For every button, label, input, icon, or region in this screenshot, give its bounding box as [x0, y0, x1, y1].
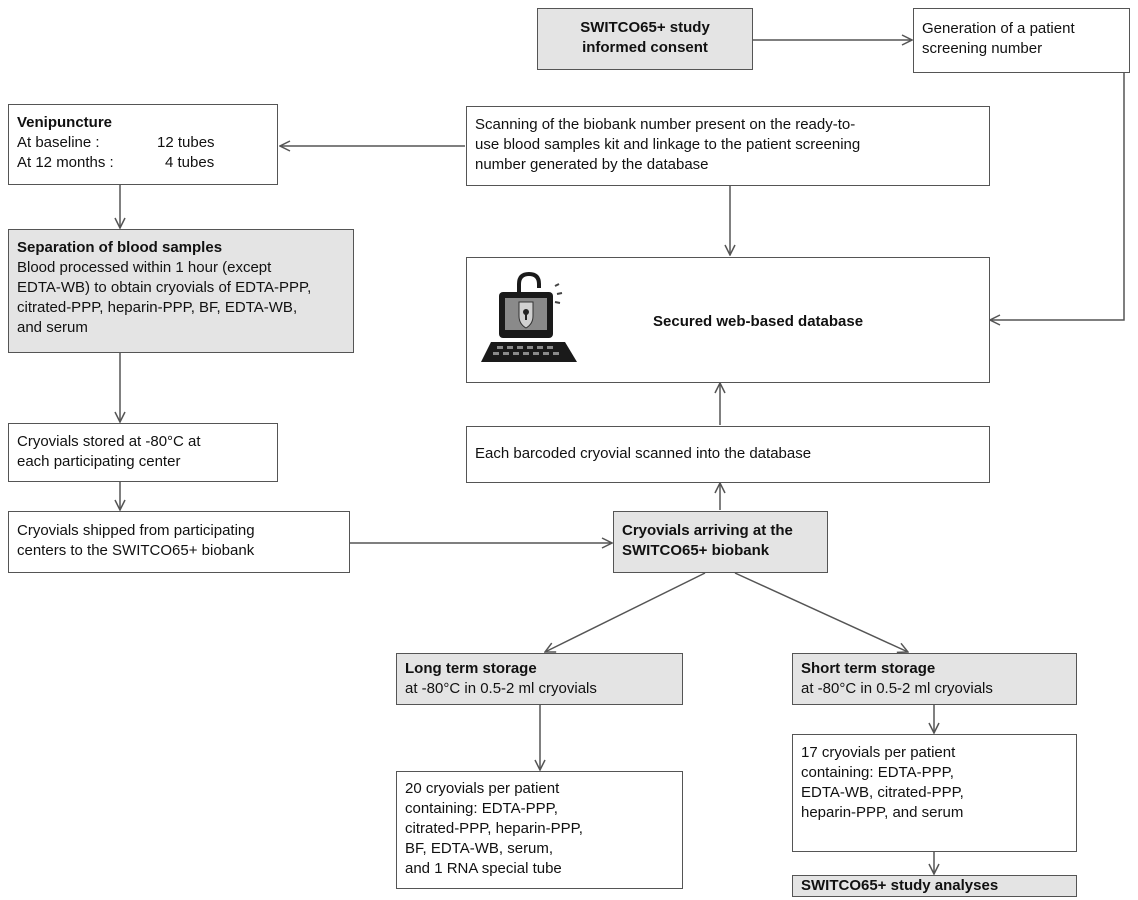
- long-contents-line-2: containing: EDTA-PPP,: [405, 800, 558, 817]
- stored-line-2: each participating center: [17, 453, 181, 470]
- arrow-screening-to-database: [990, 73, 1125, 320]
- screening-number-box: Generation of a patient screening number: [913, 8, 1130, 73]
- short-term-contents-box: 17 cryovials per patient containing: EDT…: [792, 734, 1077, 852]
- venipuncture-title: Venipuncture: [17, 114, 113, 131]
- analyses-title: SWITCO65+ study analyses: [801, 877, 999, 894]
- short-term-text: at -80°C in 0.5-2 ml cryovials: [801, 680, 993, 697]
- short-term-title: Short term storage: [801, 660, 936, 677]
- short-contents-line-3: EDTA-WB, citrated-PPP,: [801, 784, 964, 801]
- secure-computer-icon: [481, 271, 577, 362]
- venipuncture-baseline-row: At baseline : 12 tubes: [17, 133, 269, 153]
- venipuncture-months-value: 4 tubes: [165, 154, 215, 171]
- arriving-line-1: Cryovials arriving at the: [622, 522, 793, 539]
- long-term-storage-box: Long term storage at -80°C in 0.5-2 ml c…: [396, 653, 683, 705]
- venipuncture-baseline-value: 12 tubes: [157, 134, 215, 151]
- separation-line-4: and serum: [17, 319, 88, 336]
- short-term-storage-box: Short term storage at -80°C in 0.5-2 ml …: [792, 653, 1077, 705]
- venipuncture-months-row: At 12 months : 4 tubes: [17, 153, 269, 173]
- long-term-title: Long term storage: [405, 660, 537, 677]
- long-term-contents-box: 20 cryovials per patient containing: EDT…: [396, 771, 683, 889]
- long-contents-line-1: 20 cryovials per patient: [405, 780, 560, 797]
- arrow-arriving-to-short-term: [734, 572, 908, 652]
- barcoded-scanned-box: Each barcoded cryovial scanned into the …: [466, 426, 990, 483]
- short-contents-line-4: heparin-PPP, and serum: [801, 804, 964, 821]
- database-title: Secured web-based database: [653, 313, 864, 330]
- long-contents-line-4: BF, EDTA-WB, serum,: [405, 840, 554, 857]
- consent-line-2: informed consent: [582, 39, 708, 56]
- screening-line-2: screening number: [922, 40, 1043, 57]
- separation-title: Separation of blood samples: [17, 239, 223, 256]
- cryovials-arriving-box: Cryovials arriving at the SWITCO65+ biob…: [613, 511, 828, 573]
- separation-line-1: Blood processed within 1 hour (except: [17, 259, 272, 276]
- stored-line-1: Cryovials stored at -80°C at: [17, 433, 201, 450]
- venipuncture-box: Venipuncture At baseline : 12 tubes At 12…: [8, 104, 278, 185]
- arriving-line-2: SWITCO65+ biobank: [622, 542, 770, 559]
- cryovials-shipped-box: Cryovials shipped from participating cen…: [8, 511, 350, 573]
- separation-line-2: EDTA-WB) to obtain cryovials of EDTA-PPP…: [17, 279, 312, 296]
- cryovials-stored-box: Cryovials stored at -80°C at each partic…: [8, 423, 278, 482]
- separation-box: Separation of blood samples Blood proces…: [8, 229, 354, 353]
- scanned-text: Each barcoded cryovial scanned into the …: [475, 445, 812, 462]
- scanning-line-1: Scanning of the biobank number present o…: [475, 116, 856, 133]
- scanning-line-2: use blood samples kit and linkage to the…: [475, 136, 861, 153]
- study-analyses-box: SWITCO65+ study analyses: [792, 875, 1077, 897]
- shipped-line-2: centers to the SWITCO65+ biobank: [17, 542, 255, 559]
- long-contents-line-5: and 1 RNA special tube: [405, 860, 562, 877]
- scanning-box: Scanning of the biobank number present o…: [466, 106, 990, 186]
- database-box: Secured web-based database: [466, 257, 990, 383]
- short-contents-line-1: 17 cryovials per patient: [801, 744, 956, 761]
- short-contents-line-2: containing: EDTA-PPP,: [801, 764, 954, 781]
- scanning-line-3: number generated by the database: [475, 156, 709, 173]
- venipuncture-baseline-label: At baseline :: [17, 134, 100, 151]
- separation-line-3: citrated-PPP, heparin-PPP, BF, EDTA-WB,: [17, 299, 298, 316]
- venipuncture-months-label: At 12 months :: [17, 154, 114, 171]
- screening-line-1: Generation of a patient: [922, 20, 1075, 37]
- long-term-text: at -80°C in 0.5-2 ml cryovials: [405, 680, 597, 697]
- consent-box: SWITCO65+ study informed consent: [537, 8, 753, 70]
- long-contents-line-3: citrated-PPP, heparin-PPP,: [405, 820, 583, 837]
- consent-line-1: SWITCO65+ study: [580, 19, 710, 36]
- shipped-line-1: Cryovials shipped from participating: [17, 522, 255, 539]
- arrow-arriving-to-long-term: [545, 572, 706, 652]
